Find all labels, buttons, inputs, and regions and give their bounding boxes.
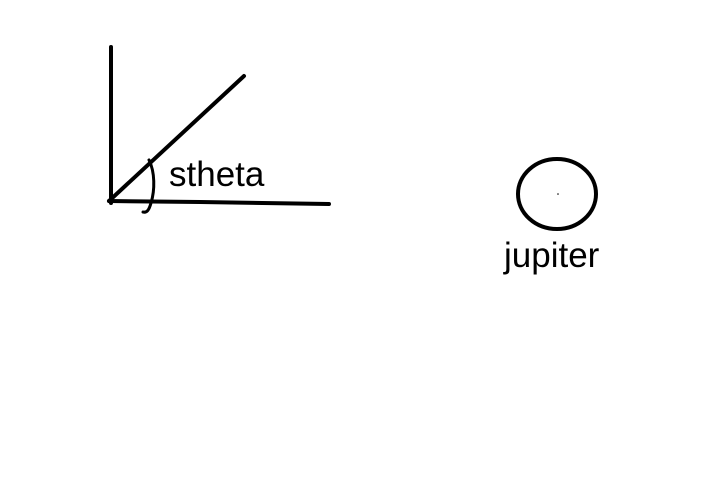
jupiter-circle (516, 157, 598, 231)
angle-label: stheta (169, 155, 265, 194)
jupiter-center-dot (557, 193, 559, 195)
angle-arc (141, 158, 156, 214)
angled-ray-line (107, 74, 246, 203)
horizontal-axis-line (107, 199, 331, 206)
jupiter-label: jupiter (504, 236, 600, 275)
